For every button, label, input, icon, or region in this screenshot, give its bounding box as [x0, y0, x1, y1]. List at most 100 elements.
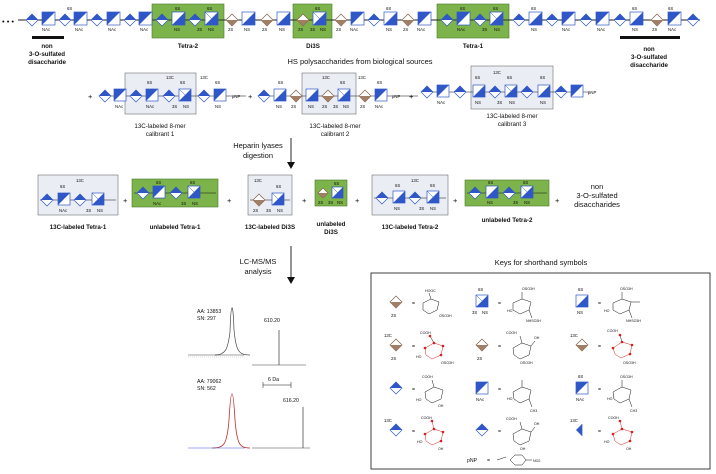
svg-text:6S: 6S [395, 183, 400, 188]
pnp-label: pNP [467, 458, 478, 464]
svg-text:NHSO3H: NHSO3H [626, 319, 641, 323]
calibrant-1-line1: 13C-labeled 8-mer [134, 123, 185, 130]
svg-text:2S: 2S [291, 104, 296, 109]
product-unlabeled-tetra2-label: unlabeled Tetra-2 [482, 217, 533, 224]
svg-text:NS: NS [192, 201, 198, 206]
non3os-right-line1: non [643, 46, 655, 53]
svg-text:OH: OH [534, 336, 540, 340]
svg-text:=: = [487, 458, 490, 464]
svg-text:6S: 6S [175, 6, 180, 11]
svg-text:=: = [498, 429, 501, 435]
svg-text:=: = [412, 387, 415, 393]
tetra-2-label: Tetra-2 [178, 43, 199, 50]
svg-text:OSO3H: OSO3H [623, 361, 636, 365]
structure-key-2 [512, 292, 533, 319]
svg-text:OH: OH [626, 447, 632, 451]
svg-text:NS: NS [276, 104, 282, 109]
svg-text:OH: OH [520, 447, 526, 451]
svg-text:6S: 6S [478, 287, 483, 292]
svg-text:+: + [555, 196, 560, 205]
calibrant-3-line1: 13C-labeled 8-mer [486, 113, 537, 120]
svg-text:2S: 2S [652, 27, 657, 32]
down-arrow-1 [287, 162, 295, 169]
svg-text:13C: 13C [322, 75, 330, 80]
svg-text:pNP: pNP [232, 94, 240, 99]
svg-text:6S: 6S [147, 80, 152, 85]
svg-text:2S: 2S [477, 356, 482, 361]
svg-text:+: + [88, 92, 93, 101]
svg-text:6S: 6S [334, 181, 339, 186]
structure-key-3 [612, 292, 640, 319]
digestion-step: Heparin lyases digestion [233, 138, 295, 169]
svg-text:NAc: NAc [153, 201, 162, 206]
product-unlabeled-tetra1-label: unlabeled Tetra-1 [150, 224, 201, 231]
svg-text:NAc: NAc [146, 104, 155, 109]
svg-text:NAc: NAc [417, 27, 426, 32]
svg-text:6S: 6S [460, 6, 465, 11]
svg-text:OSO3H: OSO3H [441, 361, 454, 365]
svg-text:HO: HO [507, 309, 513, 313]
svg-text:6S: 6S [377, 80, 382, 85]
product-labeled-tetra1-label: 13C-labeled Tetra-1 [50, 224, 107, 231]
svg-text:NO2: NO2 [533, 459, 540, 463]
svg-text:OH: OH [534, 422, 540, 426]
svg-text:6S: 6S [540, 75, 545, 80]
svg-text:6S: 6S [315, 6, 320, 11]
svg-text:6S: 6S [488, 180, 493, 185]
svg-text:=: = [498, 344, 501, 350]
svg-text:13C: 13C [570, 333, 578, 338]
svg-text:+: + [227, 196, 232, 205]
keys-panel: Keys for shorthand symbols 2S = HOOC OSO… [370, 258, 711, 470]
svg-text:13C: 13C [493, 70, 501, 75]
svg-text:6S: 6S [215, 80, 220, 85]
svg-text:NS: NS [277, 208, 283, 213]
svg-text:COOH: COOH [421, 416, 432, 420]
hs-polysaccharide-caption: HS polysaccharides from biological sourc… [287, 57, 432, 66]
calibrant-2-line1: 13C-labeled 8-mer [309, 123, 360, 130]
svg-text:3S: 3S [472, 310, 477, 315]
products-row: 6S 13C NAc 3S NS 13C-labeled Tetra-1 + 6… [37, 174, 620, 236]
svg-text:NS: NS [482, 310, 488, 315]
svg-text:OSO3H: OSO3H [620, 287, 633, 291]
svg-text:+: + [123, 196, 128, 205]
svg-text:NS: NS [174, 27, 180, 32]
svg-text:13C: 13C [358, 75, 366, 80]
svg-text:HO: HO [416, 398, 422, 402]
svg-text:3S: 3S [497, 100, 502, 105]
svg-text:COOH: COOH [422, 375, 433, 379]
svg-text:6S: 6S [276, 184, 281, 189]
svg-text:2S: 2S [360, 104, 365, 109]
svg-text:NS: NS [97, 208, 103, 213]
svg-text:2S: 2S [253, 208, 258, 213]
svg-text:6S: 6S [507, 75, 512, 80]
svg-text:6S: 6S [523, 180, 528, 185]
svg-text:6S: 6S [60, 184, 65, 189]
svg-text:2S: 2S [391, 313, 396, 318]
non3os-left-line3: disaccharide [28, 59, 66, 66]
svg-text:3S: 3S [266, 208, 271, 213]
svg-text:NAc: NAc [140, 27, 149, 32]
svg-text:13C: 13C [411, 178, 419, 183]
svg-text:13C: 13C [384, 418, 392, 423]
svg-text:CH3: CH3 [530, 409, 537, 413]
svg-text:13C: 13C [76, 178, 84, 183]
svg-text:CH3: CH3 [630, 409, 637, 413]
chain-ellipsis: • • • [2, 17, 14, 26]
svg-text:NAc: NAc [562, 27, 571, 32]
svg-text:=: = [598, 387, 601, 393]
svg-text:+: + [248, 92, 253, 101]
svg-text:NAc: NAc [350, 27, 359, 32]
svg-text:=: = [412, 429, 415, 435]
non3os-right-line2: 3-O-sulfated [631, 54, 667, 61]
svg-text:HO: HO [607, 397, 613, 401]
product-labeled-tetra2-label: 13C-labeled Tetra-2 [382, 224, 439, 231]
non3os-right-line3: disaccharide [630, 62, 668, 69]
svg-text:NAc: NAc [476, 397, 485, 402]
svg-text:6S: 6S [578, 287, 583, 292]
svg-text:3S: 3S [328, 200, 333, 205]
chain-residue-labels: NAc 6S NAc NAc NAc 6S NS 6S 3S NS 2S NS … [42, 6, 677, 32]
svg-text:NAc: NAc [59, 208, 68, 213]
lcms-line2: analysis [244, 267, 271, 276]
product-unlabeled-di3s-label-2: Di3S [324, 229, 338, 236]
